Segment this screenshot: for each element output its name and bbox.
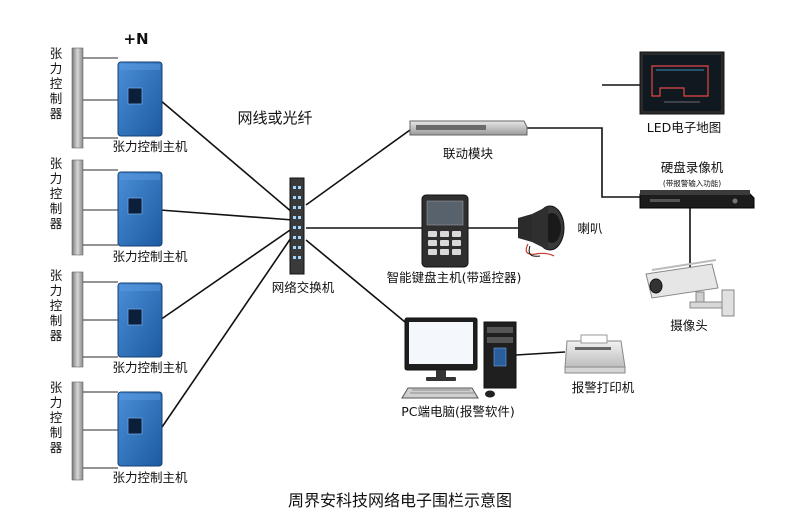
- horn-label: 喇叭: [577, 221, 603, 236]
- diagram-title: 周界安科技网络电子围栏示意图: [288, 491, 512, 510]
- link-label: 网线或光纤: [237, 109, 312, 127]
- pole-label-4: 张力控制器: [50, 380, 63, 455]
- link-pc-printer: [515, 351, 566, 356]
- dvr-icon: [639, 190, 755, 209]
- tension-controllers: [117, 61, 163, 467]
- tension-pole-4: [71, 381, 118, 481]
- link-switch-pc: [305, 239, 406, 323]
- camera-label: 摄像头: [670, 318, 708, 333]
- controller-label-2: 张力控制主机: [112, 249, 188, 264]
- connection-lines: [159, 84, 691, 431]
- printer-label: 报警打印机: [572, 380, 635, 395]
- pole-label-3: 张力控制器: [50, 268, 63, 343]
- pc-label: PC端电脑(报警软件): [401, 404, 515, 419]
- controller-label-1: 张力控制主机: [112, 139, 188, 154]
- tension-controller-3: [117, 282, 163, 358]
- switch-label: 网络交换机: [272, 280, 335, 295]
- pc-monitor-icon: [404, 317, 478, 381]
- camera-icon: [645, 259, 735, 317]
- tension-controller-4: [117, 391, 163, 467]
- pole-label-2: 张力控制器: [50, 156, 63, 231]
- pole-labels: 张力控制器 张力控制器 张力控制器 张力控制器: [50, 46, 63, 455]
- pc-computer: [401, 317, 517, 399]
- tension-pole-2: [71, 159, 118, 256]
- link-switch-linkage: [305, 129, 411, 206]
- link-controller-1-switch: [159, 99, 294, 214]
- link-linkage-map-dvr: [527, 127, 640, 198]
- tension-pole-3: [71, 271, 118, 368]
- linkage-label: 联动模块: [443, 146, 494, 161]
- pc-keyboard-icon: [401, 387, 495, 399]
- pole-label-1: 张力控制器: [50, 46, 63, 121]
- dvr-label: 硬盘录像机: [661, 160, 724, 175]
- controller-label-4: 张力控制主机: [112, 470, 188, 485]
- network-switch: [289, 177, 305, 275]
- tension-controller-2: [117, 171, 163, 247]
- map-label: LED电子地图: [647, 120, 722, 135]
- dvr-sublabel: (带报警输入功能): [663, 178, 721, 188]
- tension-pole-1: [71, 47, 118, 149]
- horn-icon: [518, 205, 565, 257]
- pc-tower-icon: [483, 321, 517, 389]
- tension-controller-1: [117, 61, 163, 137]
- power-label: +N: [123, 30, 148, 48]
- link-controller-2-switch: [159, 209, 294, 221]
- tension-poles: [71, 47, 118, 481]
- link-controller-4-switch: [159, 234, 294, 431]
- keyboard-label: 智能键盘主机(带遥控器): [387, 270, 522, 285]
- controller-label-3: 张力控制主机: [112, 360, 188, 375]
- linkage-module: [409, 120, 528, 136]
- led-map-icon: [639, 51, 725, 115]
- link-controller-3-switch: [159, 227, 294, 321]
- printer-icon: [564, 334, 626, 374]
- keyboard-host: [421, 194, 469, 268]
